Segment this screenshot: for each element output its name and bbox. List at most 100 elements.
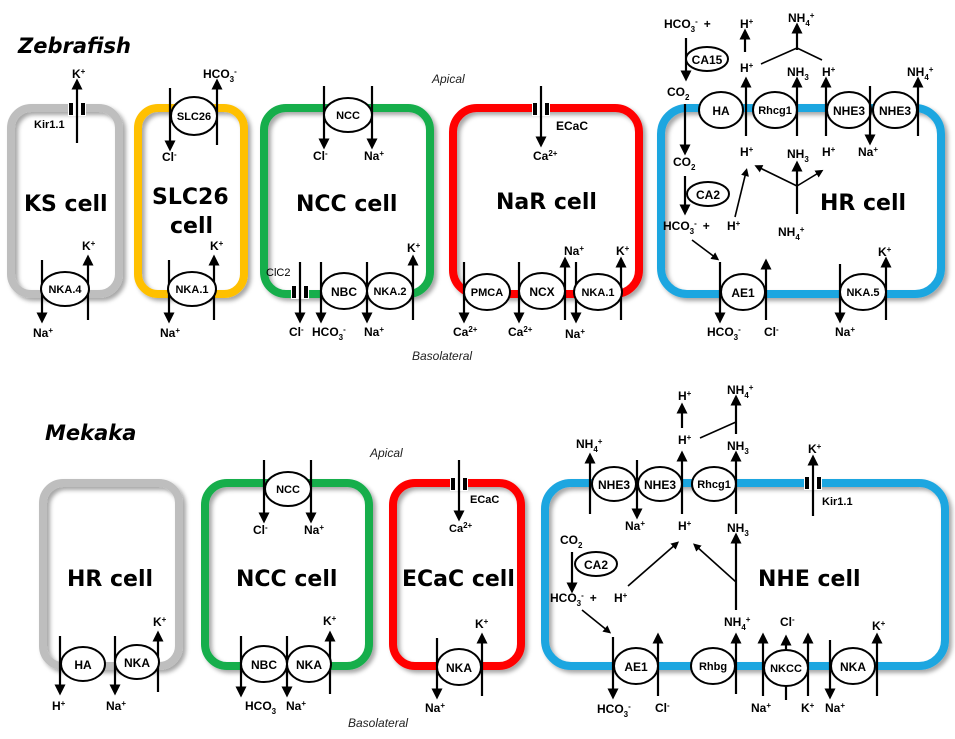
- cell-name-ncc: NCC cell: [296, 192, 397, 217]
- ion-label: Ca2+: [449, 521, 473, 535]
- transporter-label: NBC: [331, 285, 357, 299]
- kir1-1-channel-icon: [69, 103, 73, 115]
- transporter-label: Rhcg1: [758, 105, 792, 117]
- ion-label: H+: [727, 219, 741, 233]
- transporter-nkcc: [763, 649, 809, 687]
- transporter-label: CA2: [696, 188, 720, 202]
- ion-label: H+: [678, 433, 692, 447]
- transporter-label: NKA: [446, 661, 472, 675]
- ion-label: H+: [614, 591, 628, 605]
- nhe-cell-membrane: [541, 479, 949, 670]
- ion-label: NH3: [727, 439, 749, 456]
- transporter-nka-4: [40, 271, 90, 307]
- transporter-label: NHE3: [879, 104, 911, 118]
- transporter-label: PMCA: [471, 287, 503, 299]
- cell-name-slc26-line1: SLC26: [152, 185, 229, 210]
- ion-label: K+: [407, 241, 421, 255]
- transporter-nka-5: [839, 273, 887, 311]
- transporter-label: ECaC: [556, 119, 588, 133]
- transporter-label: Kir1.1: [34, 119, 65, 131]
- transporter-nka: [436, 648, 482, 686]
- clc2-channel-icon: [292, 286, 296, 298]
- ion-label: Na+: [364, 325, 384, 339]
- ion-label: CO2: [667, 85, 690, 102]
- transporter-label: Kir1.1: [822, 496, 853, 508]
- ion-label: HCO3: [245, 699, 277, 716]
- transporter-label: NKA: [840, 660, 866, 674]
- ion-label: Na+: [304, 523, 324, 537]
- transporter-ae1: [613, 647, 659, 685]
- transporter-nka-2: [366, 272, 414, 310]
- ecac-channel-icon: [451, 478, 455, 490]
- transporter-label: NCC: [276, 484, 300, 496]
- species-title-zebrafish: Zebrafish: [17, 34, 131, 58]
- transporter-ncc: [323, 97, 373, 133]
- transporter-label: Rhcg1: [697, 479, 731, 491]
- ion-label: Na+: [286, 699, 306, 713]
- ion-label: Na+: [364, 149, 384, 163]
- ion-label: HCO3-: [707, 325, 741, 342]
- cell-name-hr: HR cell: [67, 567, 153, 592]
- ion-label: Cl-: [655, 701, 670, 715]
- transporter-ncx: [518, 272, 566, 310]
- ion-label: HCO3-+: [664, 17, 711, 34]
- ion-label: K+: [153, 615, 167, 629]
- ecac-channel-icon: [533, 103, 537, 115]
- transporter-label: NKA.1: [581, 287, 614, 299]
- ion-label: NH4+: [727, 383, 754, 400]
- transporter-label: NCX: [529, 285, 554, 299]
- ion-label: H+: [740, 145, 754, 159]
- ion-label: K+: [808, 442, 822, 456]
- transporter-label: NCC: [336, 110, 360, 122]
- ion-label: HCO3-+: [663, 219, 710, 236]
- ion-label: Na+: [564, 244, 584, 258]
- cell-name-ks: KS cell: [24, 192, 108, 217]
- transporter-label: NKA: [124, 656, 150, 670]
- ion-label: HCO3-: [312, 325, 346, 342]
- transporter-nka: [114, 644, 160, 680]
- ion-label: Cl-: [289, 325, 304, 339]
- ion-label: Na+: [565, 327, 585, 341]
- ion-label: Ca2+: [533, 149, 558, 163]
- ion-label: H+: [52, 699, 66, 713]
- transporter-label: AE1: [624, 660, 648, 674]
- transporter-ae1: [720, 273, 766, 311]
- transporter-nka: [830, 647, 876, 685]
- transporter-label: SLC26: [177, 111, 211, 123]
- transporter-label: ClC2: [266, 267, 290, 279]
- transporter-slc26: [170, 96, 218, 136]
- ion-label: HCO3-: [597, 702, 631, 719]
- ion-label: Na+: [858, 145, 878, 159]
- transporter-ncc: [264, 471, 312, 507]
- transporter-nka: [286, 645, 332, 683]
- enzyme-ca2: [686, 181, 730, 207]
- ion-label: K+: [210, 239, 224, 253]
- transporter-label: NHE3: [644, 478, 676, 492]
- ion-label: NH3: [727, 521, 749, 538]
- ion-label: NH3: [787, 147, 809, 164]
- ion-label: Na+: [106, 699, 126, 713]
- ion-label: H+: [740, 61, 754, 75]
- ion-label: Cl-: [313, 149, 328, 163]
- transporter-label: NKA: [296, 658, 322, 672]
- transporter-nka-1: [573, 273, 623, 311]
- apical-label: Apical: [431, 72, 465, 86]
- cell-name-nar: NaR cell: [496, 190, 597, 215]
- ion-label: Na+: [625, 519, 645, 533]
- ion-label: K+: [801, 701, 815, 715]
- ion-label: H+: [822, 65, 836, 79]
- transporter-label: NKCC: [770, 663, 802, 675]
- cell-name-hr: HR cell: [820, 191, 906, 216]
- ion-label: K+: [475, 617, 489, 631]
- ion-label: K+: [82, 239, 96, 253]
- transporter-label: NKA.1: [175, 284, 208, 296]
- transporter-label: NHE3: [598, 478, 630, 492]
- hr-cell-membrane: [39, 479, 183, 670]
- enzyme-ca15: [685, 46, 729, 72]
- transporter-pmca: [463, 273, 511, 311]
- basolateral-label: Basolateral: [348, 716, 408, 730]
- transporter-label: NKA.2: [373, 286, 406, 298]
- transporter-label: Rhbg: [699, 661, 727, 673]
- ion-label: Na+: [160, 326, 180, 340]
